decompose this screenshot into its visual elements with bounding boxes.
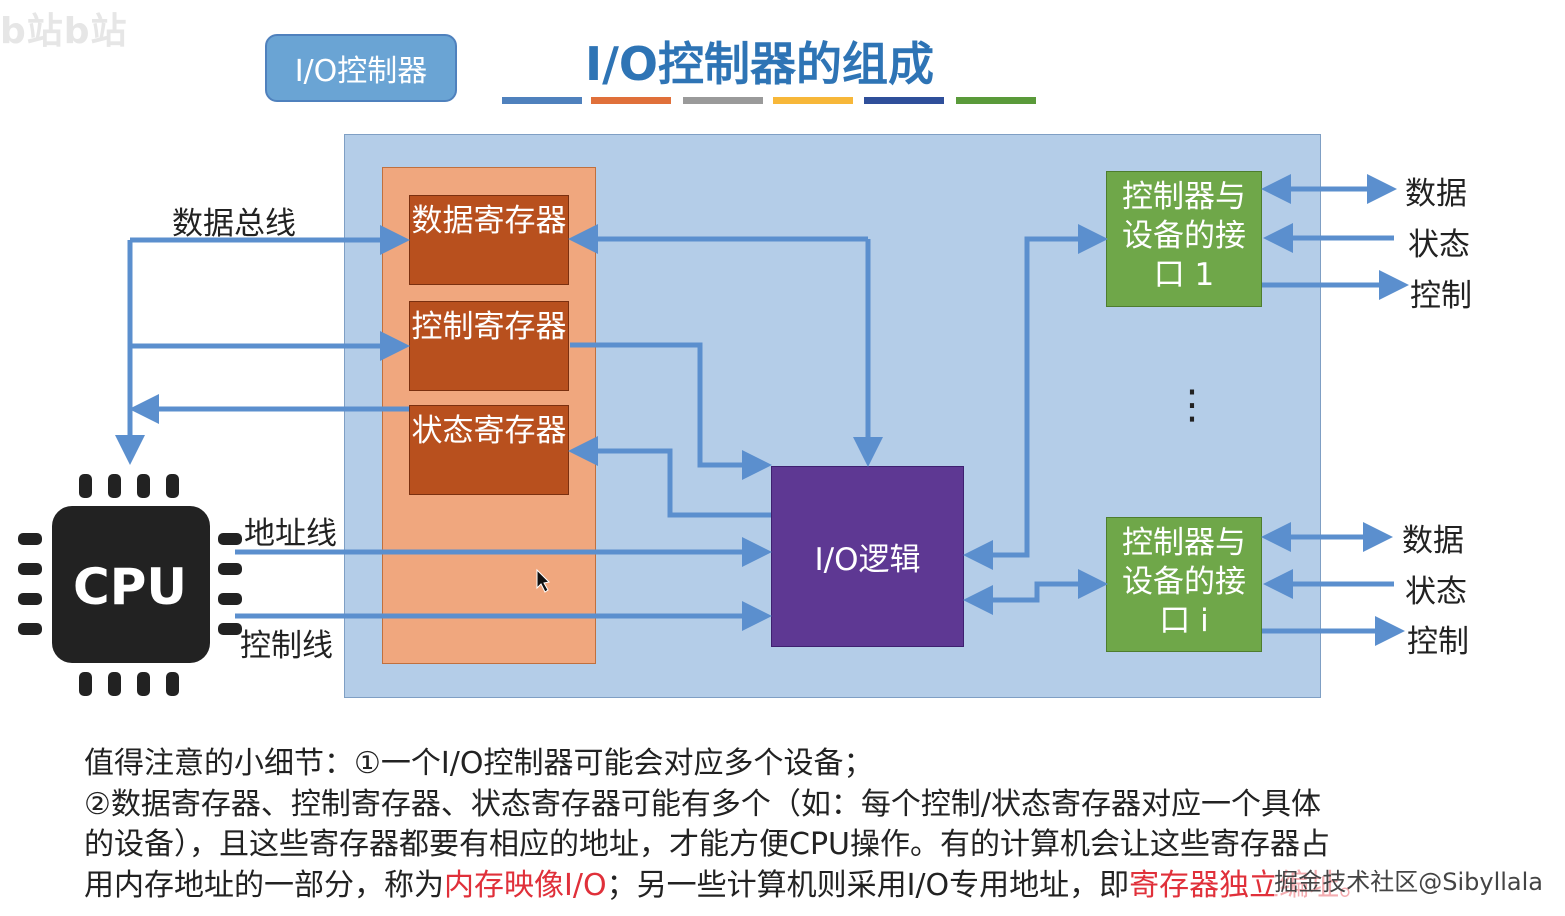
label-data-1: 数据 <box>1405 176 1467 212</box>
device-interface-i: 控制器与设备的接口 i <box>1106 517 1262 652</box>
note-line-3: 的设备），且这些寄存器都要有相应的地址，才能方便CPU操作。有的计算机会让这些寄… <box>84 827 1330 862</box>
note-line-2: ②数据寄存器、控制寄存器、状态寄存器可能有多个（如：每个控制/状态寄存器对应一个… <box>84 786 1322 822</box>
address-line-label: 地址线 <box>244 516 337 552</box>
title-stripe-4 <box>773 97 853 104</box>
label-control-2: 控制 <box>1407 624 1469 660</box>
io-logic-block: I/O逻辑 <box>771 466 964 647</box>
cpu-chip-icon: CPU <box>18 474 242 696</box>
title-stripe-1 <box>502 97 582 104</box>
top-watermark: b站b站 <box>0 11 128 52</box>
control-line-label: 控制线 <box>240 628 333 664</box>
note-line-4-a: 用内存地址的一部分，称为 <box>84 867 444 903</box>
data-bus-label: 数据总线 <box>172 206 296 242</box>
device-interface-1: 控制器与设备的接口 1 <box>1106 171 1262 307</box>
label-data-2: 数据 <box>1402 523 1464 559</box>
title-stripe-6 <box>956 97 1036 104</box>
cpu-label: CPU <box>73 558 187 616</box>
data-register: 数据寄存器 <box>409 195 569 285</box>
note-text: 值得注意的小细节：①一个I/O控制器可能会对应多个设备； ②数据寄存器、控制寄存… <box>84 744 1544 906</box>
label-control-1: 控制 <box>1410 278 1472 314</box>
interface-ellipsis: ⋮ <box>1172 382 1212 428</box>
bottom-watermark: 掘金技术社区@Sibyllala <box>1274 862 1543 897</box>
label-status-1: 状态 <box>1408 227 1470 263</box>
title-stripe-5 <box>864 97 944 104</box>
status-register: 状态寄存器 <box>409 405 569 495</box>
note-line-4-b: ；另一些计算机则采用I/O专用地址，即 <box>606 867 1130 903</box>
note-line-1: 值得注意的小细节：①一个I/O控制器可能会对应多个设备； <box>84 746 874 781</box>
label-status-2: 状态 <box>1405 574 1467 610</box>
title-stripe-2 <box>591 97 671 104</box>
title-stripe-3 <box>683 97 763 104</box>
control-register: 控制寄存器 <box>409 301 569 391</box>
memory-mapped-io-term: 内存映像I/O <box>444 867 607 903</box>
io-controller-callout: I/O控制器 <box>265 34 457 102</box>
page-title: I/O控制器的组成 <box>585 37 935 91</box>
mouse-cursor-icon <box>536 568 551 593</box>
